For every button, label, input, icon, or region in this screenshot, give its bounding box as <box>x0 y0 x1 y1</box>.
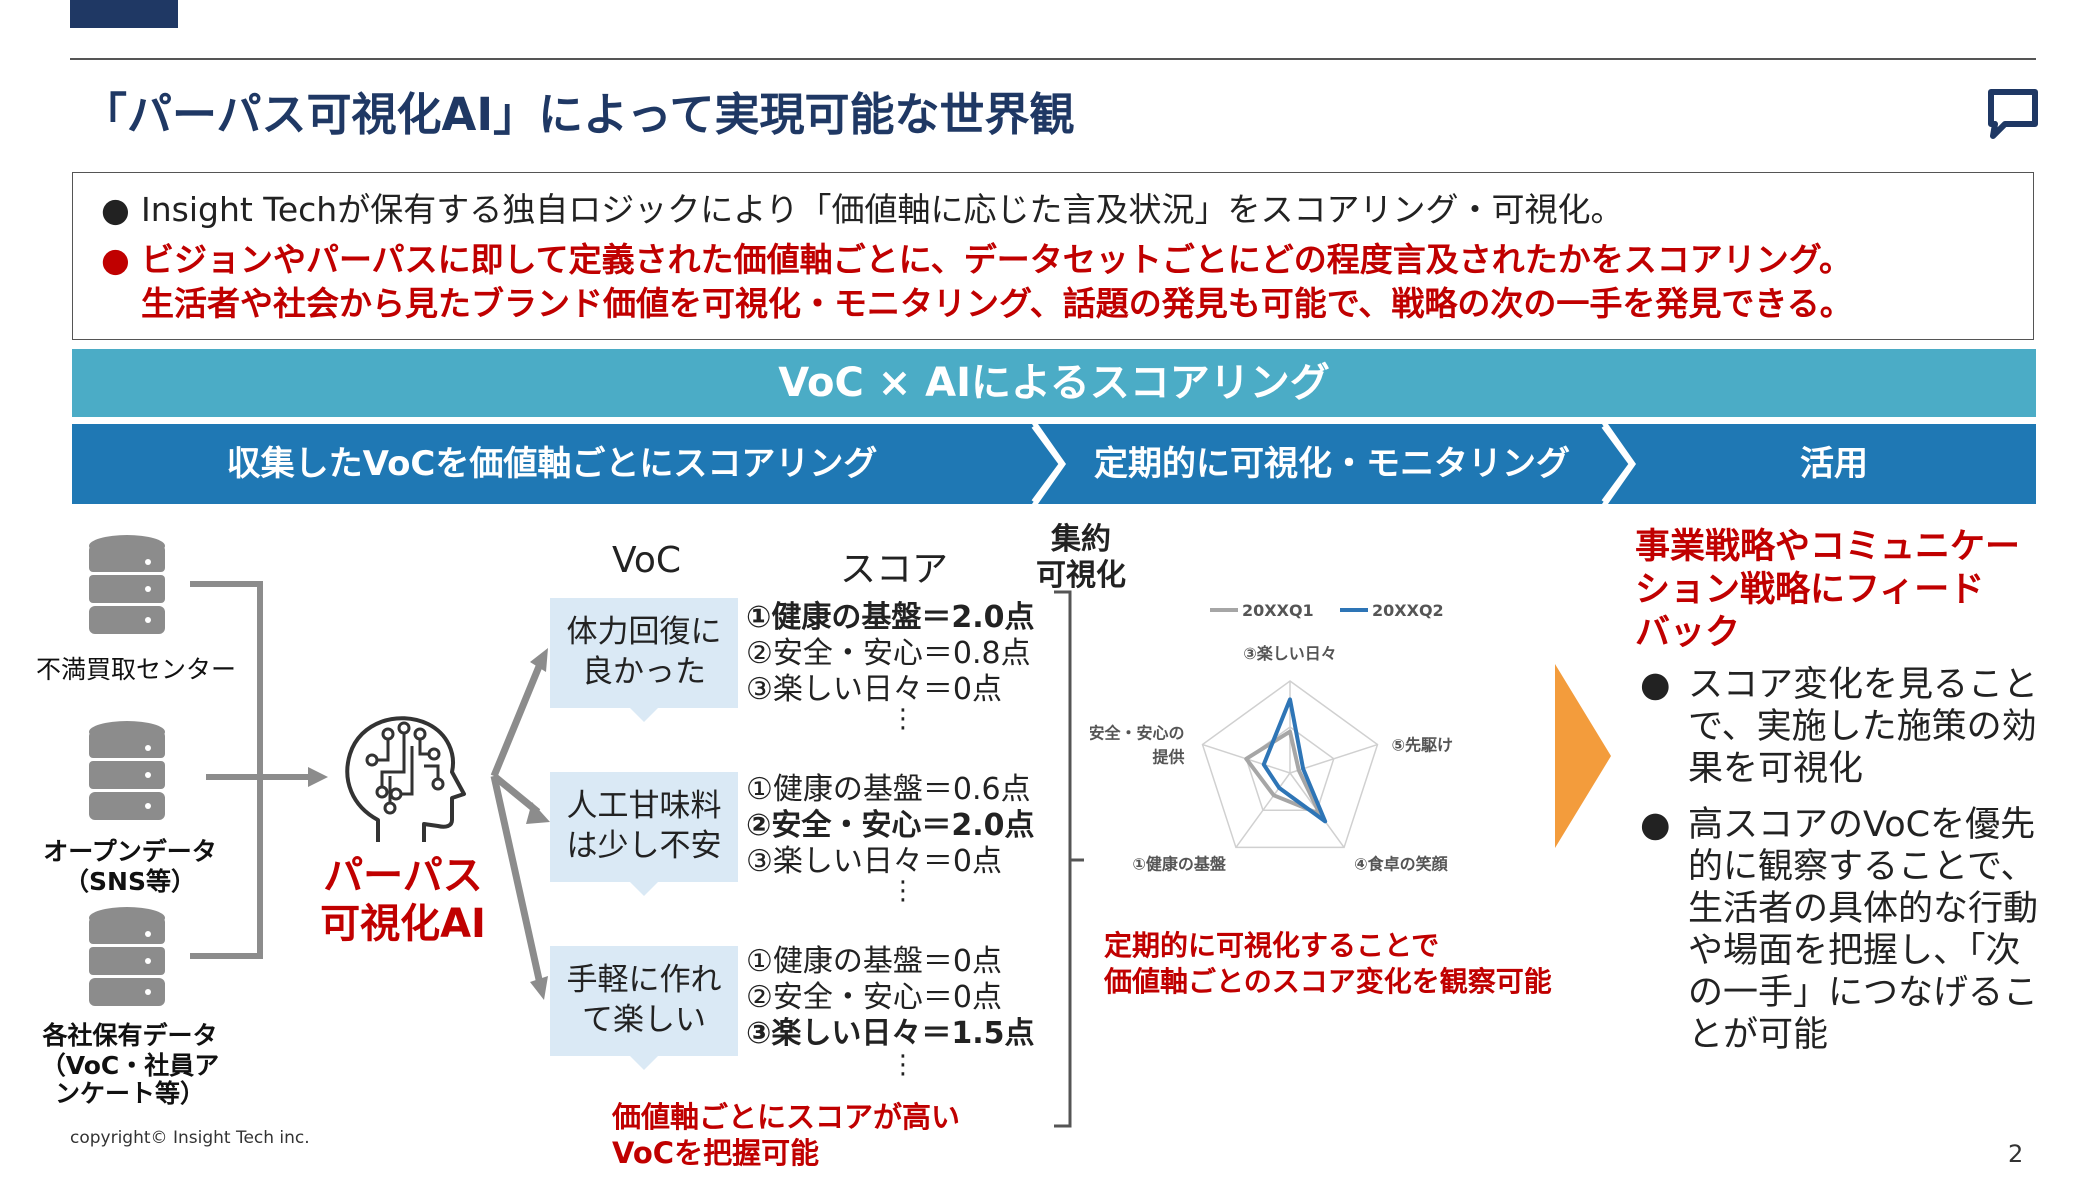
section-banner: VoC × AIによるスコアリング <box>72 349 2036 417</box>
voc-card-pointer <box>630 708 658 722</box>
voc-text-line: 手軽に作れ <box>566 962 722 998</box>
score-line: ①健康の基盤＝0.6点 <box>746 772 1031 807</box>
page-title: 「パーパス可視化AI」によって実現可能な世界観 <box>82 88 1075 141</box>
header-rule <box>70 58 2036 60</box>
apply-heading: 事業戦略やコミュニケー ション戦略にフィード バック <box>1635 526 2035 655</box>
apply-heading-line: バック <box>1635 613 1741 653</box>
radar-grid-ring <box>1201 680 1379 849</box>
apply-bullet-line: の一手」につなげるこ <box>1688 973 2039 1013</box>
voc-text-line: 良かった <box>582 654 706 690</box>
viz-note-line-1: 定期的に可視化することで <box>1104 929 1440 962</box>
apply-bullet-line: や場面を把握し、「次 <box>1688 931 2021 971</box>
aggregate-header-line-1: 集約 <box>1051 522 1111 557</box>
ai-label: パーパス 可視化AI <box>318 852 488 948</box>
voc-card: 体力回復に良かった <box>550 598 738 708</box>
score-line: ③楽しい日々＝0点 <box>746 844 1002 879</box>
step-label-collect: 収集したVoCを価値軸ごとにスコアリング <box>226 444 878 484</box>
voc-card-pointer <box>630 882 658 896</box>
voc-card: 手軽に作れて楽しい <box>550 946 738 1056</box>
score-line: ②安全・安心＝2.0点 <box>746 808 1035 843</box>
voc-text-line: は少し不安 <box>566 828 722 864</box>
ellipsis-vertical: ⋮ <box>890 1050 916 1080</box>
apply-bullet-line: とが可能 <box>1688 1015 1829 1055</box>
radar-axis-label: ③楽しい日々 <box>1243 644 1337 663</box>
apply-bullet-line: 高スコアのVoCを優先 <box>1688 805 2036 845</box>
source-sub-survey: ンケート等） <box>54 1079 205 1108</box>
apply-bullet-1: ● スコア変化を見ること で、実施した施策の効 果を可視化 <box>1640 664 2040 790</box>
aggregate-header-line-2: 可視化 <box>1036 558 1126 593</box>
score-line: ①健康の基盤＝2.0点 <box>746 600 1035 635</box>
page-number: 2 <box>2008 1140 2024 1168</box>
bullet-dot: ● <box>1640 805 1671 845</box>
summary-box: ●Insight Techが保有する独自ロジックにより「価値軸に応じた言及状況」… <box>72 172 2034 340</box>
source-sub-sns: （SNS等） <box>64 867 196 896</box>
radar-axis-label: 提供 <box>1152 748 1184 767</box>
viz-note-line-2: 価値軸ごとのスコア変化を観察可能 <box>1104 965 1552 998</box>
score-list: ①健康の基盤＝0.6点 ②安全・安心＝2.0点 ③楽しい日々＝0点 <box>746 772 1035 880</box>
voc-text-line: 人工甘味料 <box>566 788 722 824</box>
radar-axis-label: ④食卓の笑顔 <box>1354 854 1449 873</box>
apply-bullet-line: 的に観察することで、 <box>1688 847 2036 887</box>
apply-bullet-line: スコア変化を見ること <box>1688 665 2039 705</box>
voc-text-line: て楽しい <box>582 1002 706 1038</box>
voc-card-pointer <box>630 1056 658 1070</box>
ai-label-line-1: パーパス <box>323 853 483 899</box>
summary-bullet-2-continued: 生活者や社会から見たブランド価値を可視化・モニタリング、話題の発見も可能で、戦略… <box>141 284 1853 323</box>
ai-brain-icon <box>345 716 466 842</box>
source-connector-lines <box>190 581 328 959</box>
step-label-use: 活用 <box>1800 444 1868 484</box>
aggregate-bracket <box>1054 590 1084 1128</box>
score-line: ③楽しい日々＝1.5点 <box>746 1016 1035 1051</box>
radar-legend-label: 20XXQ2 <box>1372 601 1444 620</box>
process-steps: 収集したVoCを価値軸ごとにスコアリング 定期的に可視化・モニタリング 活用 <box>72 424 2036 504</box>
apply-bullet-line: 果を可視化 <box>1688 749 1864 789</box>
apply-bullet-2: ● 高スコアのVoCを優先 的に観察することで、 生活者の具体的な行動 や場面を… <box>1640 804 2040 1056</box>
source-label-complaint-center: 不満買取センター <box>36 655 237 684</box>
radar-axis-label: ①健康の基盤 <box>1132 854 1227 873</box>
summary-bullet-1: ●Insight Techが保有する独自ロジックにより「価値軸に応じた言及状況」… <box>101 190 1624 229</box>
database-icon <box>89 721 165 820</box>
source-sub-voc: （VoC・社員ア <box>40 1051 220 1080</box>
voc-note-line-1: 価値軸ごとにスコアが高い <box>612 1100 961 1134</box>
apply-heading-line: 事業戦略やコミュニケー <box>1635 527 2021 567</box>
top-accent-bar <box>70 0 178 28</box>
score-line: ①健康の基盤＝0点 <box>746 944 1002 979</box>
process-chevrons <box>72 424 2036 504</box>
source-label-open-data: オープンデータ <box>43 837 217 866</box>
apply-bullet-line: で、実施した施策の効 <box>1688 707 2037 747</box>
radar-series-line <box>1261 697 1328 824</box>
score-list: ①健康の基盤＝2.0点 ②安全・安心＝0.8点 ③楽しい日々＝0点 <box>746 600 1035 708</box>
voc-text-line: 体力回復に <box>566 614 722 650</box>
score-line: ②安全・安心＝0点 <box>746 980 1002 1015</box>
database-icon <box>89 535 165 634</box>
radar-axis-label: ⑤先駆け <box>1391 736 1453 755</box>
summary-bullet-2: ●ビジョンやパーパスに即して定義された価値軸ごとに、データセットごとにどの程度言… <box>101 240 1853 279</box>
radar-spoke <box>1235 772 1291 848</box>
source-label-company-data: 各社保有データ <box>42 1021 218 1050</box>
voc-note-line-2: VoCを把握可能 <box>612 1136 820 1170</box>
score-column-header: スコア <box>840 549 949 590</box>
apply-heading-line: ション戦略にフィード <box>1635 570 1985 610</box>
radar-series-line <box>1244 729 1322 816</box>
ellipsis-vertical: ⋮ <box>890 876 916 906</box>
score-line: ③楽しい日々＝0点 <box>746 672 1002 707</box>
ai-label-line-2: 可視化AI <box>320 901 486 947</box>
copyright: copyright© Insight Tech inc. <box>70 1128 310 1148</box>
speech-bubble-icon <box>1988 89 2038 139</box>
database-icon <box>89 907 165 1006</box>
voc-card: 人工甘味料は少し不安 <box>550 772 738 882</box>
step-label-monitor: 定期的に可視化・モニタリング <box>1094 444 1570 484</box>
score-list: ①健康の基盤＝0点 ②安全・安心＝0点 ③楽しい日々＝1.5点 <box>746 944 1035 1052</box>
apply-bullet-line: 生活者の具体的な行動 <box>1688 889 2039 929</box>
radar-legend-label: 20XXQ1 <box>1242 601 1314 620</box>
voc-column-header: VoC <box>612 540 681 581</box>
orange-arrow-icon <box>1555 664 1611 848</box>
ellipsis-vertical: ⋮ <box>890 704 916 734</box>
radar-axis-label: ②安全・安心の <box>1090 724 1185 743</box>
fanout-arrows <box>490 648 550 1000</box>
bullet-dot: ● <box>1640 665 1671 705</box>
score-line: ②安全・安心＝0.8点 <box>746 636 1031 671</box>
aggregate-header: 集約 可視化 <box>1036 522 1126 594</box>
